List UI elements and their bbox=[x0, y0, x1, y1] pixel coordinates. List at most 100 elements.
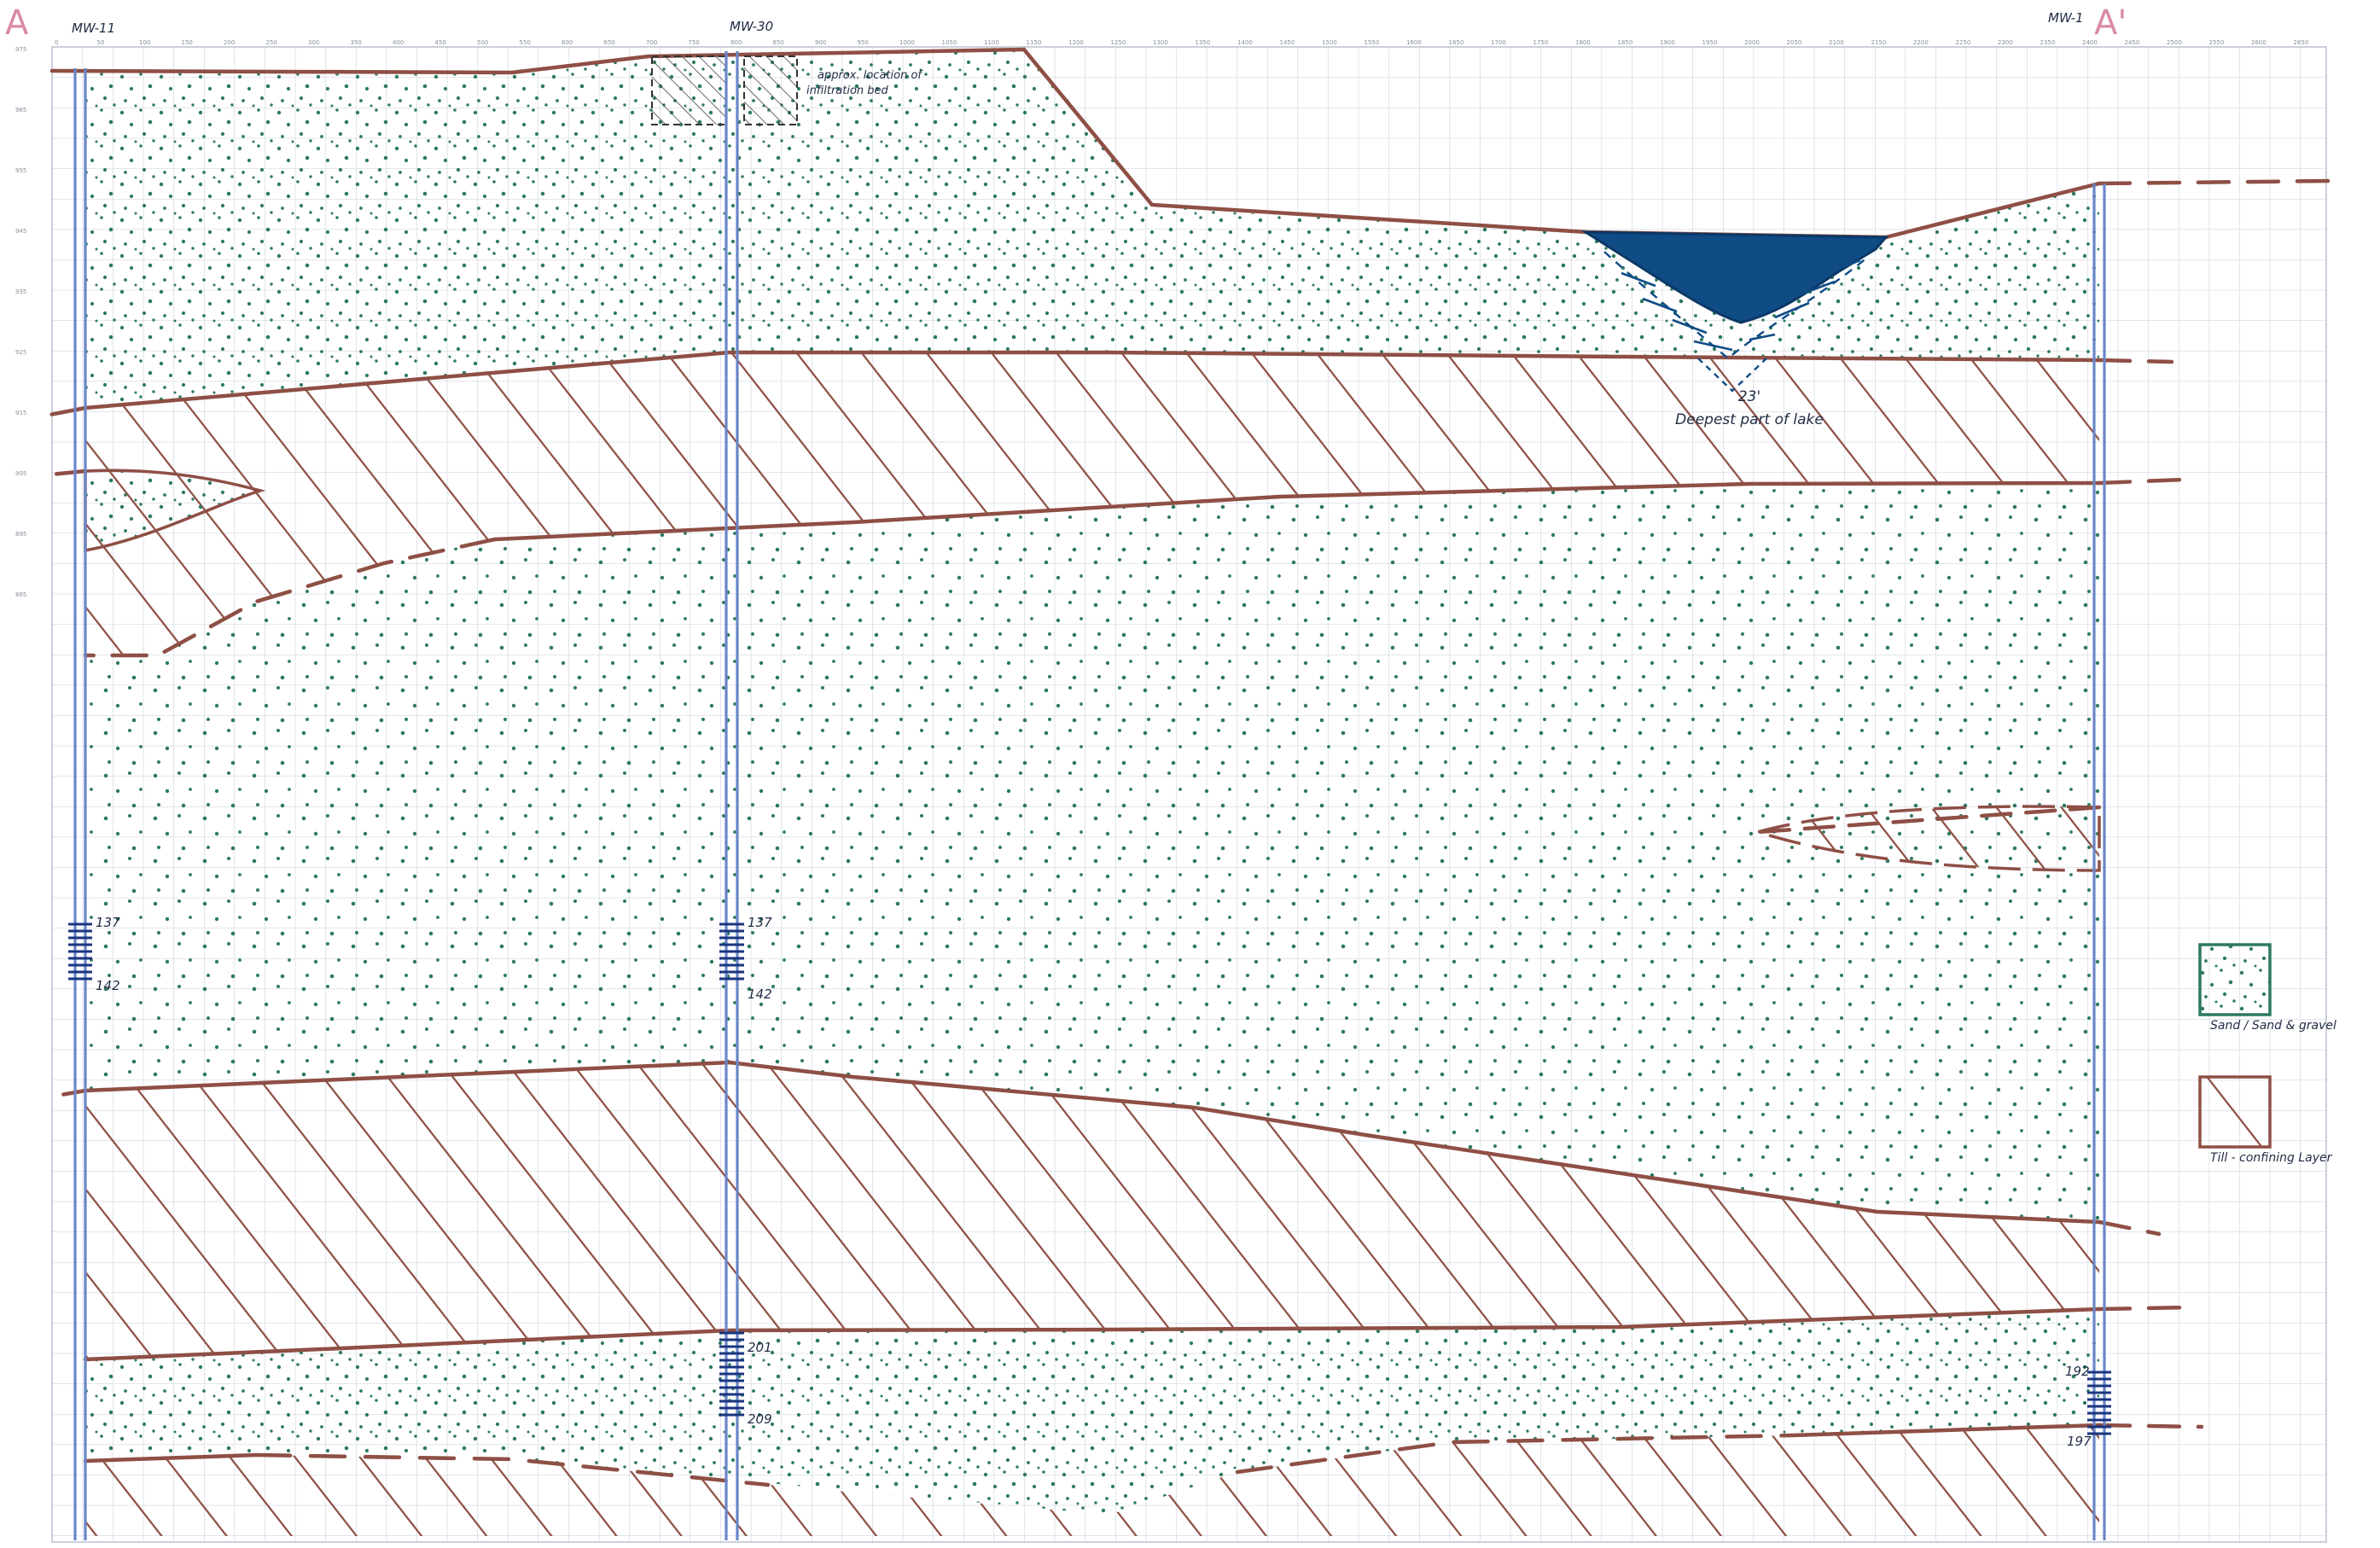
basal-till-top-line bbox=[83, 1452, 259, 1464]
top-tick-label: 1200 bbox=[1068, 39, 1084, 46]
top-tick-label: 1650 bbox=[1449, 39, 1464, 46]
top-tick-label: 50 bbox=[97, 39, 105, 46]
left-tick-label: 975 bbox=[15, 46, 26, 53]
mw-30-lower-screen-top: 201 bbox=[748, 1340, 772, 1355]
mw-11-screen-top: 137 bbox=[96, 915, 120, 930]
upper-sand-unit bbox=[85, 49, 2099, 408]
top-tick-label: 2400 bbox=[2082, 39, 2098, 46]
mw-1-screen-bottom: 197 bbox=[2067, 1434, 2092, 1449]
top-tick-label: 1150 bbox=[1027, 39, 1042, 46]
top-tick-label: 2150 bbox=[1871, 39, 1887, 46]
top-tick-label: 1800 bbox=[1575, 39, 1591, 46]
section-end-label: A' bbox=[2094, 3, 2127, 43]
top-tick-label: 300 bbox=[308, 39, 319, 46]
top-tick-label: 900 bbox=[815, 39, 826, 46]
legend-sand-label: Sand / Sand & gravel bbox=[2210, 1019, 2336, 1033]
top-tick-label: 250 bbox=[266, 39, 277, 46]
top-tick-label: 550 bbox=[520, 39, 531, 46]
top-tick-label: 2100 bbox=[1829, 39, 1844, 46]
till-layer-1 bbox=[85, 352, 2099, 655]
top-tick-label: 1950 bbox=[1702, 39, 1718, 46]
infiltration-bed-west bbox=[651, 55, 727, 125]
top-tick-label: 100 bbox=[139, 39, 150, 46]
top-tick-label: 500 bbox=[477, 39, 488, 46]
left-tick-label: 945 bbox=[15, 228, 26, 235]
ground-surface-ext bbox=[2097, 178, 2332, 186]
top-tick-label: 2250 bbox=[1956, 39, 1971, 46]
left-tick-label: 935 bbox=[15, 288, 26, 295]
top-tick-label: 0 bbox=[55, 39, 58, 46]
top-tick-label: 700 bbox=[646, 39, 657, 46]
top-tick-label: 350 bbox=[351, 39, 362, 46]
left-tick-label: 915 bbox=[15, 410, 26, 416]
till1-bottom-line bbox=[492, 480, 2102, 542]
top-tick-label: 2000 bbox=[1744, 39, 1760, 46]
top-tick-label: 2050 bbox=[1787, 39, 1802, 46]
till2-bottom-line bbox=[83, 1306, 2102, 1362]
screen-mw-30-lower bbox=[719, 1331, 744, 1417]
top-tick-label: 850 bbox=[773, 39, 784, 46]
top-tick-label: 2350 bbox=[2040, 39, 2056, 46]
till1-top-line bbox=[83, 350, 2102, 410]
top-tick-label: 2550 bbox=[2209, 39, 2225, 46]
legend-sand-swatch bbox=[2198, 943, 2272, 1016]
top-tick-label: 1750 bbox=[1533, 39, 1549, 46]
legend-till-swatch bbox=[2198, 1075, 2272, 1149]
top-tick-label: 1550 bbox=[1365, 39, 1380, 46]
till-layer-2 bbox=[85, 1062, 2099, 1359]
left-tick-label: 965 bbox=[15, 107, 26, 113]
top-tick-label: 400 bbox=[393, 39, 404, 46]
top-tick-label: 1300 bbox=[1153, 39, 1168, 46]
left-tick-label: 885 bbox=[15, 591, 26, 598]
top-tick-label: 150 bbox=[182, 39, 193, 46]
infiltration-bed-east bbox=[743, 55, 798, 125]
well-screens bbox=[68, 922, 2111, 1435]
top-tick-label: 650 bbox=[604, 39, 615, 46]
top-tick-label: 200 bbox=[224, 39, 235, 46]
lake-water bbox=[1580, 230, 1889, 324]
screen-mw-11 bbox=[68, 922, 92, 981]
mw-1-screen-top: 192 bbox=[2065, 1364, 2090, 1379]
left-tick-label: 905 bbox=[15, 470, 26, 477]
till-lens-east bbox=[1752, 805, 2101, 872]
grid-border bbox=[51, 46, 2327, 1543]
top-tick-label: 1100 bbox=[984, 39, 999, 46]
top-tick-label: 450 bbox=[435, 39, 446, 46]
screen-mw-1 bbox=[2087, 1371, 2111, 1435]
top-tick-label: 1050 bbox=[942, 39, 957, 46]
main-sand-unit bbox=[85, 483, 2099, 1222]
mw-11-screen-bottom: 142 bbox=[96, 978, 120, 993]
mw-30-lower-screen-bottom: 209 bbox=[748, 1411, 772, 1427]
sand-lens-west bbox=[84, 468, 266, 553]
top-tick-label: 1850 bbox=[1618, 39, 1633, 46]
screen-mw-30 bbox=[719, 922, 744, 981]
well-label-mw-30: MW-30 bbox=[730, 19, 773, 34]
top-tick-label: 1000 bbox=[899, 39, 915, 46]
top-tick-label: 1600 bbox=[1406, 39, 1422, 46]
till2-top-line bbox=[83, 1060, 2102, 1225]
legend-till-label: Till - confining Layer bbox=[2210, 1151, 2333, 1165]
top-tick-label: 2450 bbox=[2125, 39, 2140, 46]
lake bbox=[1580, 230, 1889, 393]
legend: Sand / Sand & gravel Till - confining La… bbox=[2198, 943, 2336, 1165]
top-tick-label: 1900 bbox=[1660, 39, 1675, 46]
top-tick-label: 1400 bbox=[1237, 39, 1253, 46]
top-tick-label: 2500 bbox=[2167, 39, 2182, 46]
well-label-mw-1: MW-1 bbox=[2048, 10, 2084, 26]
top-tick-label: 1700 bbox=[1491, 39, 1506, 46]
mw-30-screen-top: 137 bbox=[748, 915, 772, 930]
top-tick-label: 1250 bbox=[1111, 39, 1126, 46]
top-tick-label: 2300 bbox=[1998, 39, 2013, 46]
top-tick-label: 950 bbox=[858, 39, 869, 46]
top-tick-label: 2600 bbox=[2251, 39, 2267, 46]
infiltration-bed bbox=[651, 55, 798, 125]
top-tick-label: 2650 bbox=[2294, 39, 2309, 46]
lake-label: 23'Deepest part of lake bbox=[1675, 388, 1824, 428]
lake-deepest-marker bbox=[1697, 358, 1767, 393]
left-tick-label: 955 bbox=[15, 167, 26, 174]
section-start-label: A bbox=[5, 3, 29, 43]
